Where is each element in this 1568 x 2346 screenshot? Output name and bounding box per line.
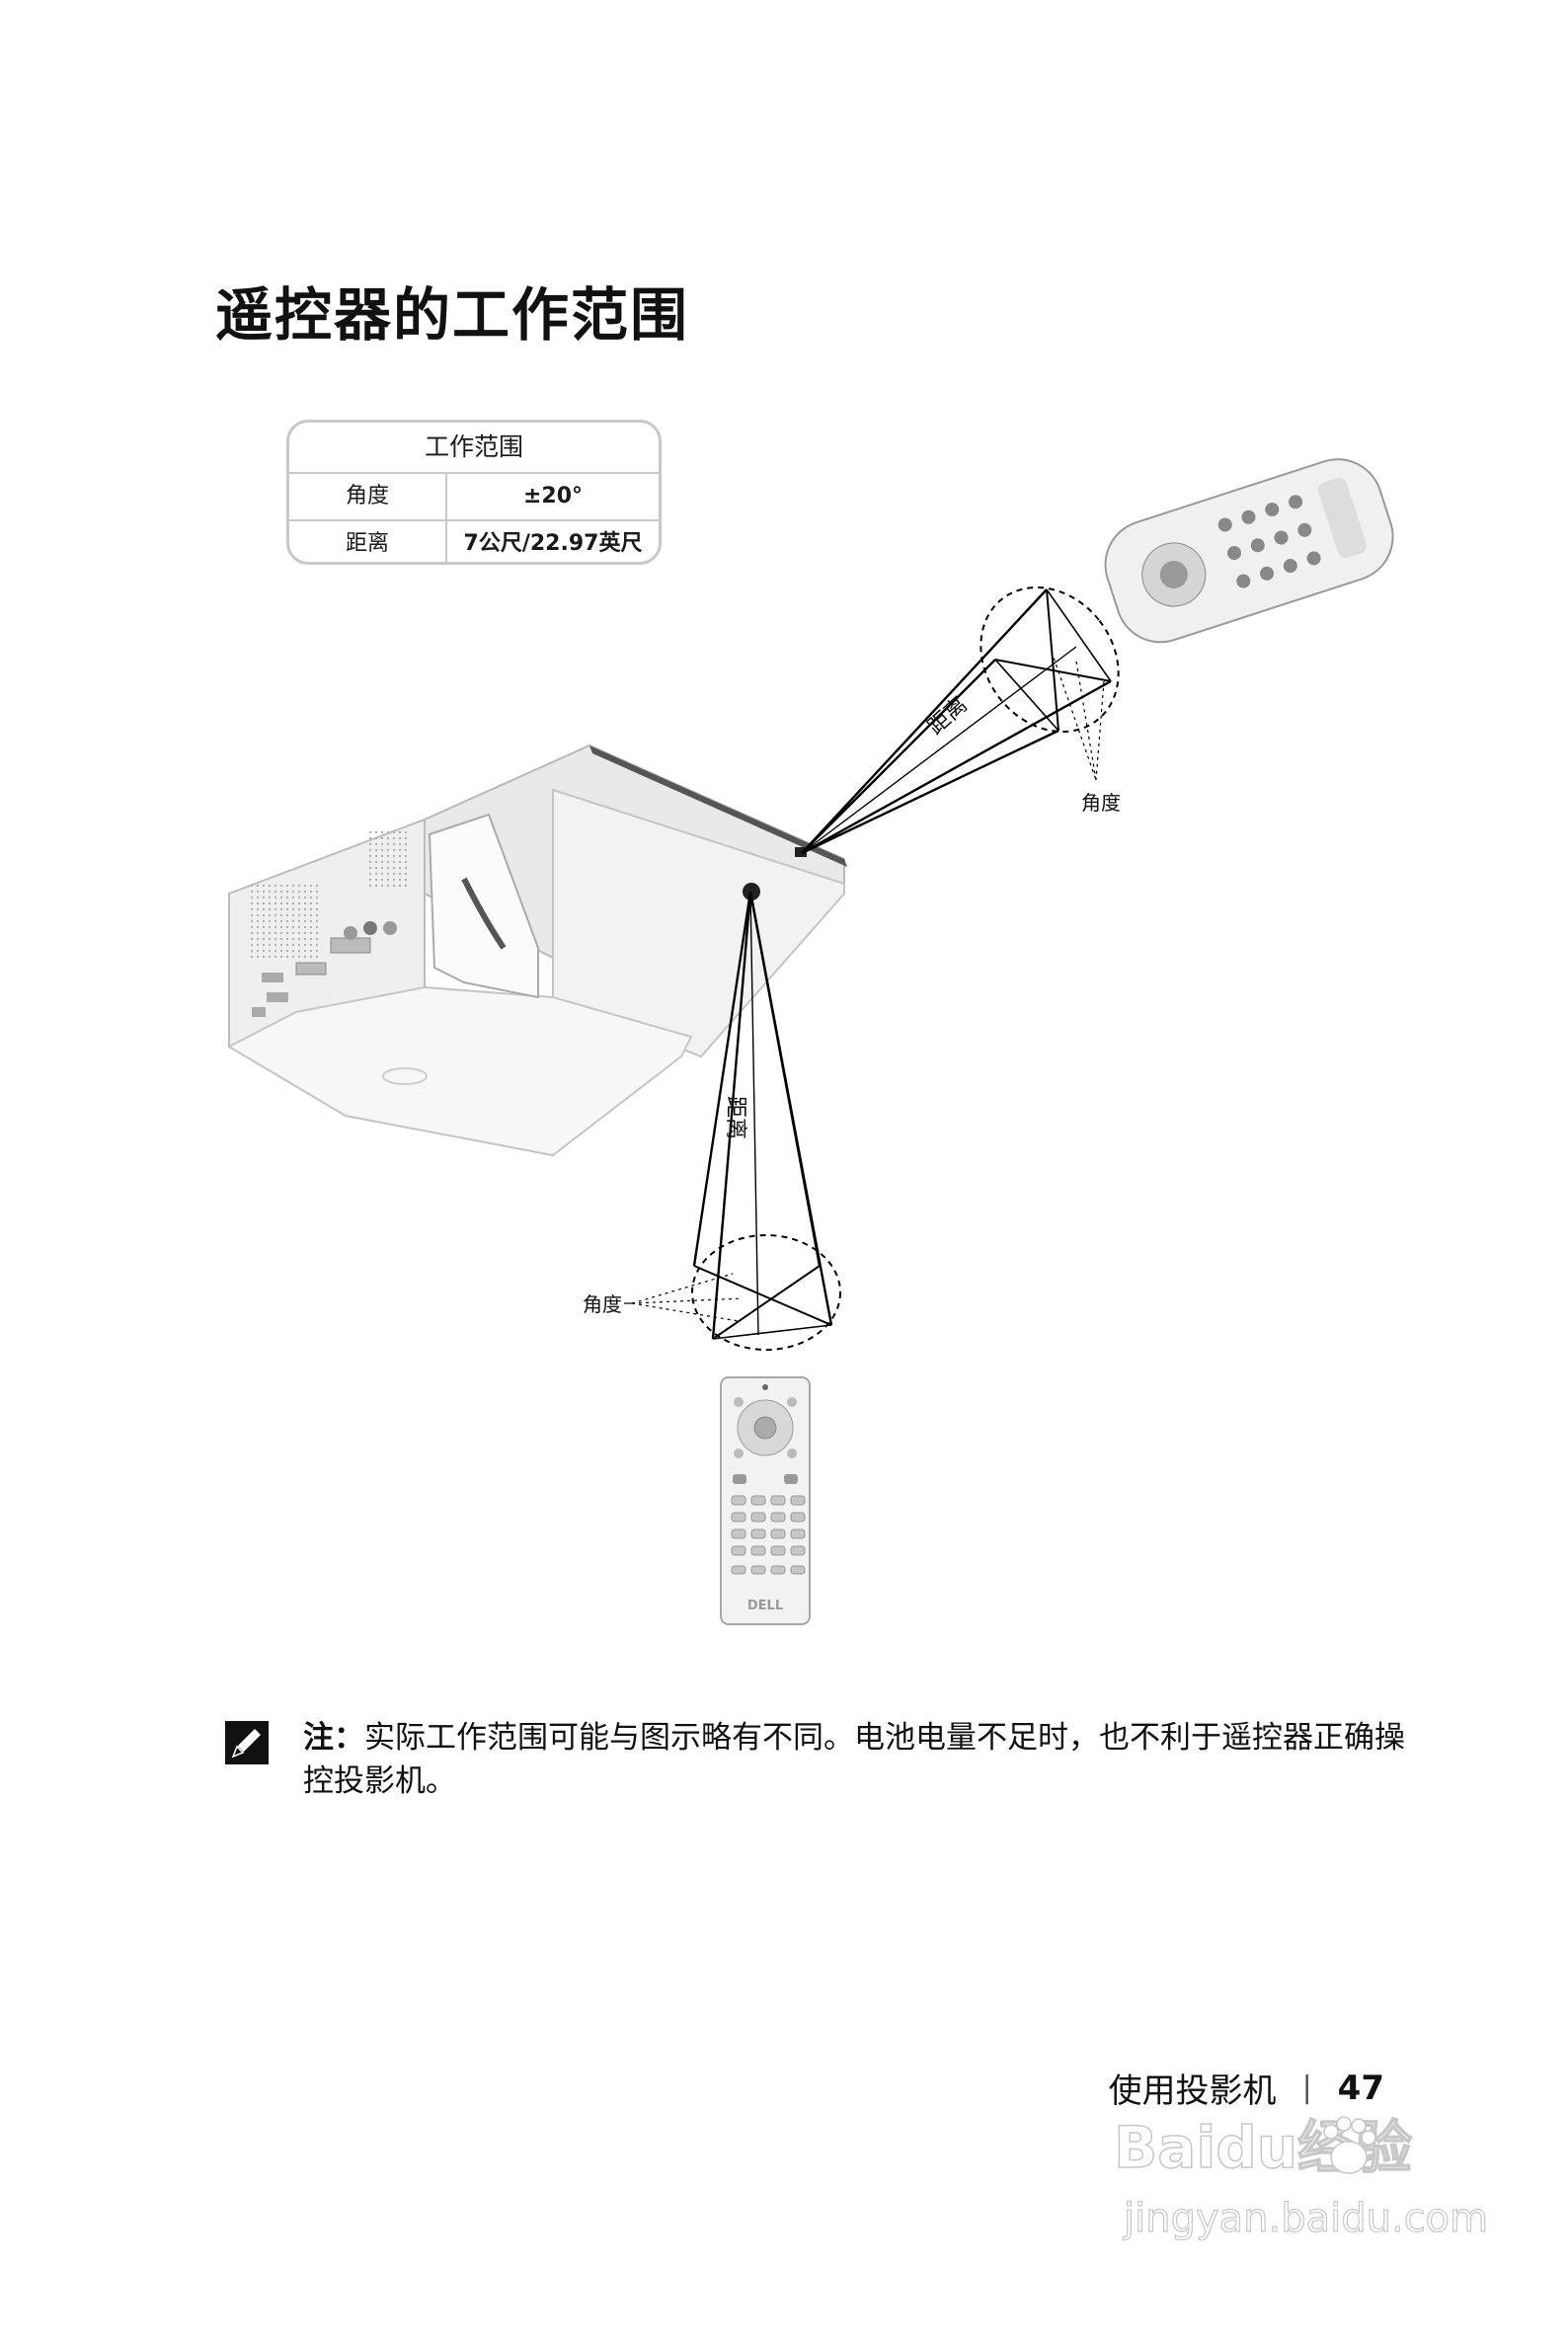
watermark-url: jingyan.baidu.com	[1123, 2196, 1488, 2241]
angle-value-cell: ±20°	[522, 484, 584, 508]
note-label: 注：	[303, 1720, 364, 1756]
watermark-brand: Baidu经验	[1114, 2114, 1412, 2181]
footer-separator: |	[1301, 2071, 1312, 2105]
note-text: 注：实际工作范围可能与图示略有不同。电池电量不足时，也不利于遥控器正确操控投影机…	[303, 1716, 1409, 1803]
range-table: 工作范围 角度 ±20° 距离 7公尺/22.97英尺	[286, 420, 662, 565]
table-row: 距离 7公尺/22.97英尺	[289, 519, 659, 562]
page-footer: 使用投影机 | 47	[1109, 2064, 1384, 2112]
top-remote-image	[1104, 458, 1394, 644]
lower-angle-label: 角度	[583, 1292, 622, 1316]
distance-label-cell: 距离	[289, 521, 447, 562]
paw-icon	[1323, 2116, 1376, 2174]
distance-value-cell: 7公尺/22.97英尺	[463, 531, 643, 556]
page-number: 47	[1337, 2068, 1384, 2108]
lower-signal-beam	[624, 891, 841, 1351]
note-pencil-icon	[225, 1721, 269, 1764]
baidu-watermark: Baidu经验 jingyan.baidu.com	[1113, 2113, 1488, 2241]
upper-signal-beam	[801, 586, 1120, 855]
remote-brand-logo: DELL	[747, 1599, 783, 1613]
range-table-header: 工作范围	[289, 423, 659, 474]
table-row: 角度 ±20°	[289, 474, 659, 519]
upper-distance-label: 距离	[923, 692, 972, 740]
projector-image	[226, 743, 847, 1157]
page-title: 遥控器的工作范围	[215, 281, 690, 349]
note-body: 实际工作范围可能与图示略有不同。电池电量不足时，也不利于遥控器正确操控投影机。	[303, 1720, 1405, 1799]
footer-section-title: 使用投影机	[1108, 2072, 1277, 2111]
angle-label-cell: 角度	[289, 474, 447, 519]
bottom-remote-image: DELL	[720, 1376, 811, 1625]
lower-distance-label: 距离	[723, 1096, 747, 1139]
upper-angle-label: 角度	[1081, 791, 1121, 815]
